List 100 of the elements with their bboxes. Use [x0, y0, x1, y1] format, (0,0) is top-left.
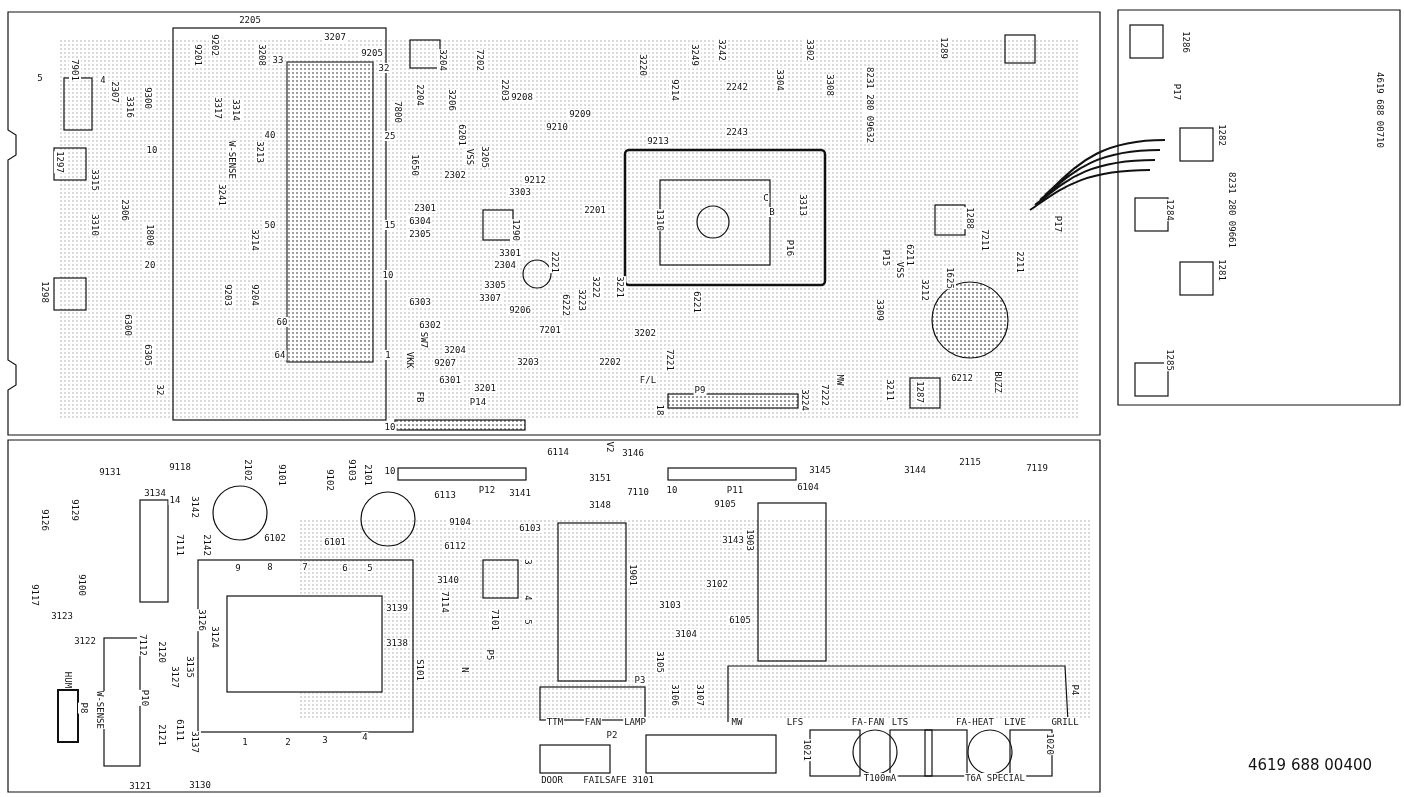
component-label: 2202 — [598, 357, 622, 367]
component-label: 6221 — [691, 291, 703, 313]
component-label: 6304 — [408, 216, 432, 226]
component-label: 3205 — [479, 146, 491, 168]
component-label: 9207 — [433, 358, 457, 368]
component-label: 9210 — [545, 122, 569, 132]
component-label: 3142 — [189, 496, 201, 518]
component-label: 3249 — [689, 44, 701, 66]
component-label: 64 — [273, 350, 287, 360]
component-label: 9209 — [568, 109, 592, 119]
component-label: 3204 — [437, 49, 449, 71]
component-label: 2 — [284, 737, 292, 747]
component-label: 6103 — [518, 523, 542, 533]
component-label: 1288 — [964, 207, 976, 229]
component-label: 6201 — [456, 124, 468, 146]
component-label: 7 — [301, 562, 309, 572]
component-label: 3204 — [443, 345, 467, 355]
component-label: P9 — [693, 385, 707, 395]
component-label: T100mA — [862, 773, 898, 783]
component-label: 1021 — [801, 739, 813, 761]
component-label: N — [459, 667, 471, 673]
component-label: 3313 — [797, 194, 809, 216]
component-label: 3138 — [385, 638, 409, 648]
component-label: 2306 — [119, 199, 131, 221]
component-label: 2205 — [238, 15, 262, 25]
component-label: 7101 — [489, 609, 501, 631]
component-label: 6105 — [728, 615, 752, 625]
component-label: B — [768, 207, 776, 217]
component-label: 3214 — [249, 229, 261, 251]
component-label: TTM — [545, 717, 565, 727]
component-label: 3135 — [184, 656, 196, 678]
component-label: 6302 — [418, 320, 442, 330]
component-label: 1290 — [510, 219, 522, 241]
component-label: 6303 — [408, 297, 432, 307]
component-label: 7201 — [538, 325, 562, 335]
component-label: 15 — [383, 220, 397, 230]
component-label: 6211 — [904, 244, 916, 266]
component-label: 3317 — [212, 97, 224, 119]
component-label: 1901 — [627, 564, 639, 586]
component-label: 2243 — [725, 127, 749, 137]
component-label: BUZZ — [992, 371, 1004, 393]
component-label: P4 — [1069, 684, 1081, 696]
component-label: 6301 — [438, 375, 462, 385]
component-label: 3222 — [590, 276, 602, 298]
component-label: 1310 — [654, 209, 666, 231]
component-label: 2121 — [156, 724, 168, 746]
component-label: P12 — [477, 485, 497, 495]
component-label: P14 — [468, 397, 488, 407]
component-label: SW7 — [418, 331, 430, 349]
component-label: 14 — [168, 495, 182, 505]
component-label: 5 — [522, 619, 534, 625]
component-label: 2102 — [242, 459, 254, 481]
component-label: 9103 — [346, 459, 358, 481]
component-label: 3242 — [716, 39, 728, 61]
component-label: LIVE — [1003, 717, 1027, 727]
component-label: 1297 — [54, 151, 66, 173]
component-label: 4 — [522, 595, 534, 601]
component-label: 8 — [266, 562, 274, 572]
component-label: 3106 — [669, 684, 681, 706]
component-label: 3104 — [674, 629, 698, 639]
component-label: 1285 — [1164, 349, 1176, 371]
component-label: 9126 — [39, 509, 51, 531]
component-label: 3148 — [588, 500, 612, 510]
component-label: 1800 — [144, 224, 156, 246]
component-label: MW — [834, 374, 846, 386]
component-label: 6300 — [122, 314, 134, 336]
component-label: VKK — [404, 351, 416, 369]
component-label: 3122 — [73, 636, 97, 646]
component-label: 1650 — [409, 154, 421, 176]
component-label: 3134 — [143, 488, 167, 498]
component-label: 6305 — [142, 344, 154, 366]
component-label: 2115 — [958, 457, 982, 467]
component-label: 1298 — [39, 281, 51, 303]
component-label: 7110 — [626, 487, 650, 497]
component-label: 3213 — [254, 141, 266, 163]
component-label: 10 — [383, 466, 397, 476]
component-label: 50 — [263, 220, 277, 230]
component-label: 3315 — [89, 169, 101, 191]
component-label: 10 — [145, 145, 159, 155]
component-label: 4619 688 00710 — [1374, 72, 1386, 148]
component-label: 1286 — [1180, 31, 1192, 53]
component-label: C — [762, 193, 770, 203]
component-label: 9213 — [646, 136, 670, 146]
component-label: 18 — [654, 404, 666, 416]
component-label: 6222 — [560, 294, 572, 316]
component-label: 10 — [381, 270, 395, 280]
component-label: P10 — [139, 689, 151, 707]
component-label: 7901 — [69, 59, 81, 81]
component-label: 20 — [143, 260, 157, 270]
component-label: 3307 — [478, 293, 502, 303]
component-label: 3124 — [209, 626, 221, 648]
component-label: 40 — [263, 130, 277, 140]
component-label: 3303 — [508, 187, 532, 197]
component-label: 4 — [99, 75, 107, 85]
component-label: 1020 — [1044, 733, 1056, 755]
component-label: 3305 — [483, 280, 507, 290]
component-label: 3224 — [799, 389, 811, 411]
component-label: 1281 — [1216, 259, 1228, 281]
component-label: 2221 — [549, 251, 561, 273]
component-label: 1282 — [1216, 124, 1228, 146]
